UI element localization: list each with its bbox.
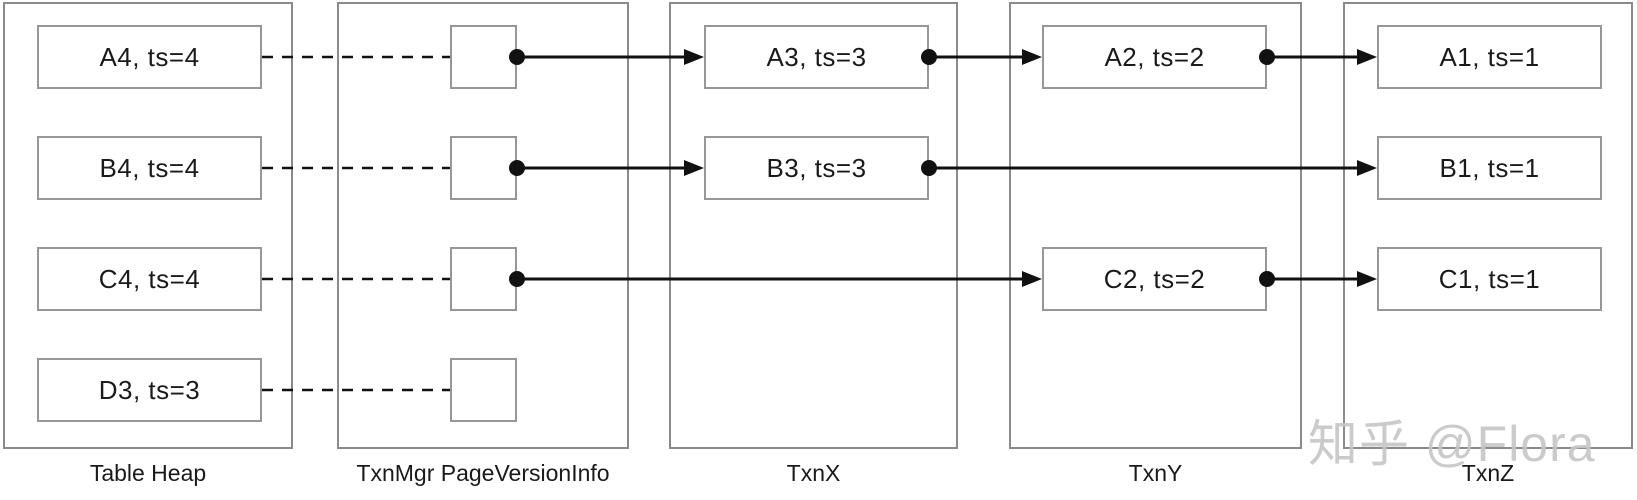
tuple-version-box-B4: B4, ts=4 — [37, 136, 262, 200]
pointer-slot-slot-a — [450, 25, 517, 89]
tuple-version-box-C1: C1, ts=1 — [1377, 247, 1602, 311]
tuple-version-box-B3: B3, ts=3 — [704, 136, 929, 200]
pointer-slot-slot-b — [450, 136, 517, 200]
column-label-txnmgr-pageversioninfo: TxnMgr PageVersionInfo — [356, 460, 610, 486]
column-label-txnz: TxnZ — [1461, 460, 1515, 486]
column-label-txny: TxnY — [1128, 460, 1183, 486]
pointer-slot-slot-d — [450, 358, 517, 422]
column-txnz — [1343, 2, 1633, 449]
tuple-version-box-A4: A4, ts=4 — [37, 25, 262, 89]
column-txnx — [669, 2, 958, 449]
tuple-version-box-A1: A1, ts=1 — [1377, 25, 1602, 89]
column-txny — [1009, 2, 1302, 449]
tuple-version-box-C2: C2, ts=2 — [1042, 247, 1267, 311]
tuple-version-box-D3: D3, ts=3 — [37, 358, 262, 422]
column-label-txnx: TxnX — [786, 460, 841, 486]
column-table-heap — [3, 2, 293, 449]
column-label-table-heap: Table Heap — [89, 460, 207, 486]
tuple-version-box-C4: C4, ts=4 — [37, 247, 262, 311]
watermark: 知乎 @Flora — [1308, 416, 1596, 472]
tuple-version-box-A3: A3, ts=3 — [704, 25, 929, 89]
tuple-version-box-B1: B1, ts=1 — [1377, 136, 1602, 200]
tuple-version-box-A2: A2, ts=2 — [1042, 25, 1267, 89]
column-txnmgr-pageversioninfo — [337, 2, 629, 449]
pointer-slot-slot-c — [450, 247, 517, 311]
